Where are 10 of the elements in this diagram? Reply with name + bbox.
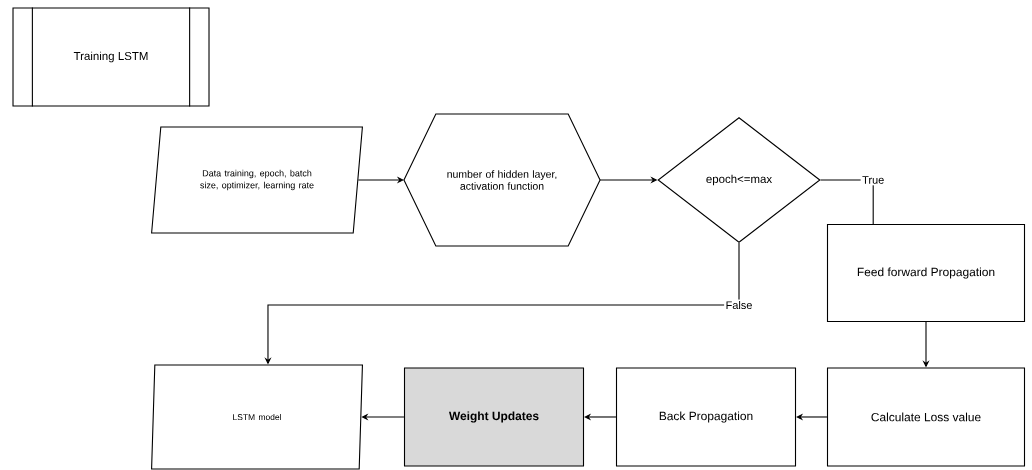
data-parallelogram: Data training, epoch, batch size, optimizer, learning rate — [151, 126, 363, 234]
process-box: Weight Updates — [403, 367, 585, 467]
preparation-hexagon: number of hidden layer, activation function — [403, 113, 601, 247]
edge-label: False — [724, 299, 754, 311]
edge-label: True — [860, 174, 886, 186]
process-box: Feed forward Propagation — [826, 223, 1026, 323]
data-parallelogram: LSTM model — [151, 364, 363, 470]
process-box: Training LSTM — [12, 6, 210, 108]
process-box: Calculate Loss value — [826, 367, 1026, 467]
process-box: Back Propagation — [615, 367, 797, 467]
